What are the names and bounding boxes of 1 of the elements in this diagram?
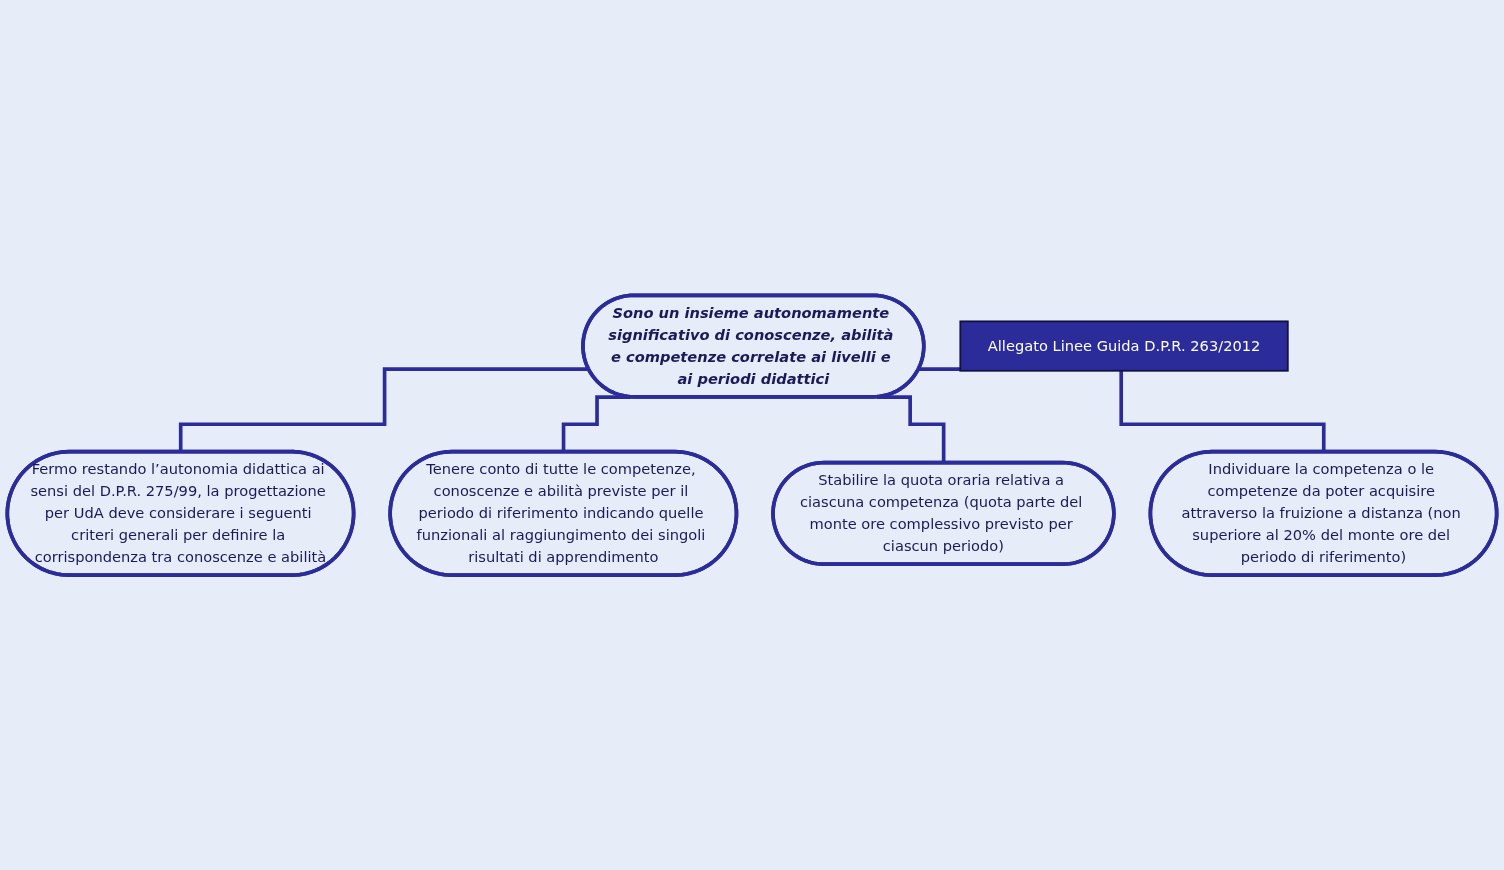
node-box: Allegato Linee Guida D.P.R. 263/2012 — [959, 320, 1289, 372]
